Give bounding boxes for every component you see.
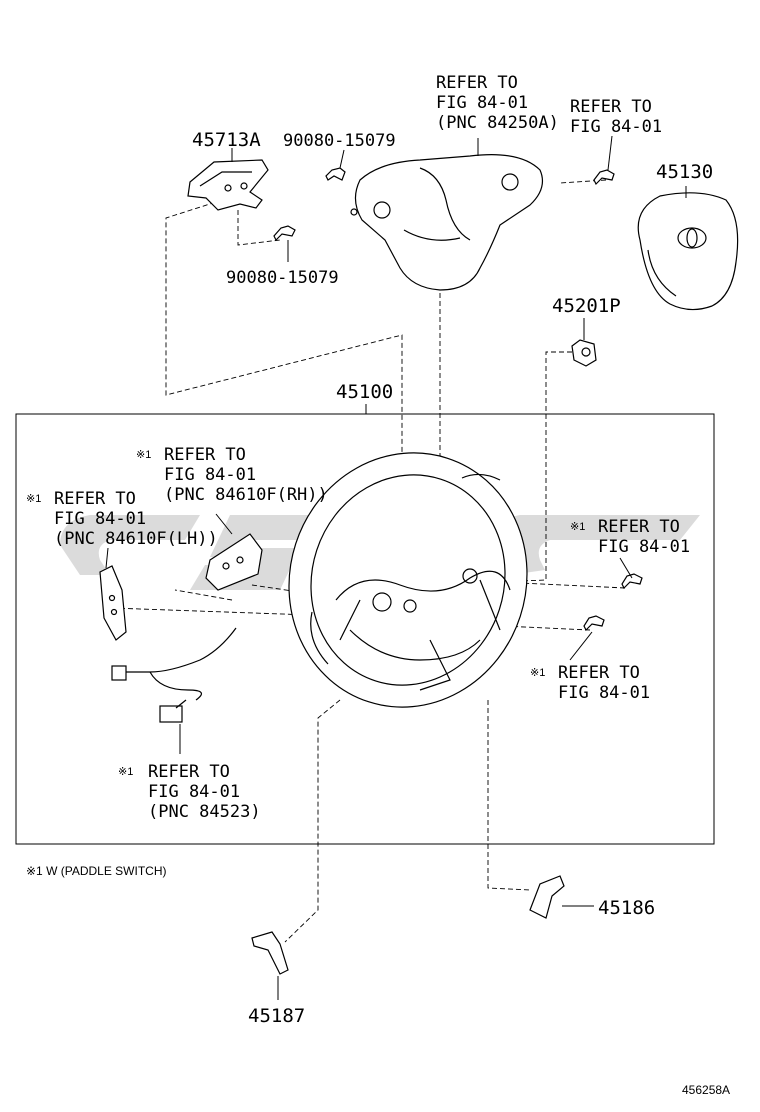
label-ref-84523-line1: REFER TO xyxy=(148,762,230,782)
ref-mark-84523: ※1 xyxy=(118,766,133,778)
nut-45201P-drawing xyxy=(571,318,597,367)
ref-mark-right1: ※1 xyxy=(570,521,585,533)
label-45713A: 45713A xyxy=(192,129,261,151)
label-ref-rh-line3: (PNC 84610F(RH)) xyxy=(164,485,328,505)
ref-mark-right2: ※1 xyxy=(530,667,545,679)
label-bolt-bottom: 90080-15079 xyxy=(226,268,339,288)
lower-cover-drawing xyxy=(350,138,543,291)
label-ref-right2-line1: REFER TO xyxy=(558,663,640,683)
label-45186: 45186 xyxy=(598,897,655,919)
bolt-right-drawing xyxy=(593,135,615,186)
wire-harness-drawing xyxy=(111,627,237,754)
label-ref-84250A-line3: (PNC 84250A) xyxy=(436,113,559,133)
screw-right-upper-drawing xyxy=(619,557,643,590)
label-ref-84523-line2: FIG 84-01 xyxy=(148,782,240,802)
screw-right-lower-drawing xyxy=(569,615,605,661)
label-ref-84250A-line2: FIG 84-01 xyxy=(436,93,528,113)
label-ref-rh-line2: FIG 84-01 xyxy=(164,465,256,485)
label-ref-lh-line3: (PNC 84610F(LH)) xyxy=(54,529,218,549)
steering-wheel-drawing xyxy=(288,452,528,708)
label-ref-rh-line1: REFER TO xyxy=(164,445,246,465)
ref-mark-lh: ※1 xyxy=(26,493,41,505)
label-bolt-top: 90080-15079 xyxy=(283,131,396,151)
paddle-switch-note: ※1 W (PADDLE SWITCH) xyxy=(26,864,167,878)
label-45100: 45100 xyxy=(336,381,393,403)
paddle-switch-rh-drawing xyxy=(205,513,263,591)
bolt-bottom-drawing xyxy=(273,225,296,262)
label-ref-right1-line2: FIG 84-01 xyxy=(598,537,690,557)
bolt-top-drawing xyxy=(325,149,346,181)
assembly-45100-box xyxy=(15,413,715,845)
figure-id: 456258A xyxy=(682,1083,730,1097)
label-45187: 45187 xyxy=(248,1005,305,1027)
label-45201P: 45201P xyxy=(552,295,621,317)
bracket-45713A-drawing xyxy=(187,148,269,211)
label-ref-lh-line1: REFER TO xyxy=(54,489,136,509)
label-ref-topright-line2: FIG 84-01 xyxy=(570,117,662,137)
label-ref-84523-line3: (PNC 84523) xyxy=(148,802,261,822)
label-45130: 45130 xyxy=(656,161,713,183)
label-ref-right1-line1: REFER TO xyxy=(598,517,680,537)
label-ref-topright-line1: REFER TO xyxy=(570,97,652,117)
label-ref-84250A-line1: REFER TO xyxy=(436,73,518,93)
cover-45186-drawing xyxy=(529,875,594,919)
label-ref-right2-line2: FIG 84-01 xyxy=(558,683,650,703)
airbag-45130-drawing xyxy=(637,186,739,311)
ref-mark-rh: ※1 xyxy=(136,449,151,461)
cover-45187-drawing xyxy=(251,931,289,1000)
paddle-switch-lh-drawing xyxy=(99,547,127,641)
label-ref-lh-line2: FIG 84-01 xyxy=(54,509,146,529)
